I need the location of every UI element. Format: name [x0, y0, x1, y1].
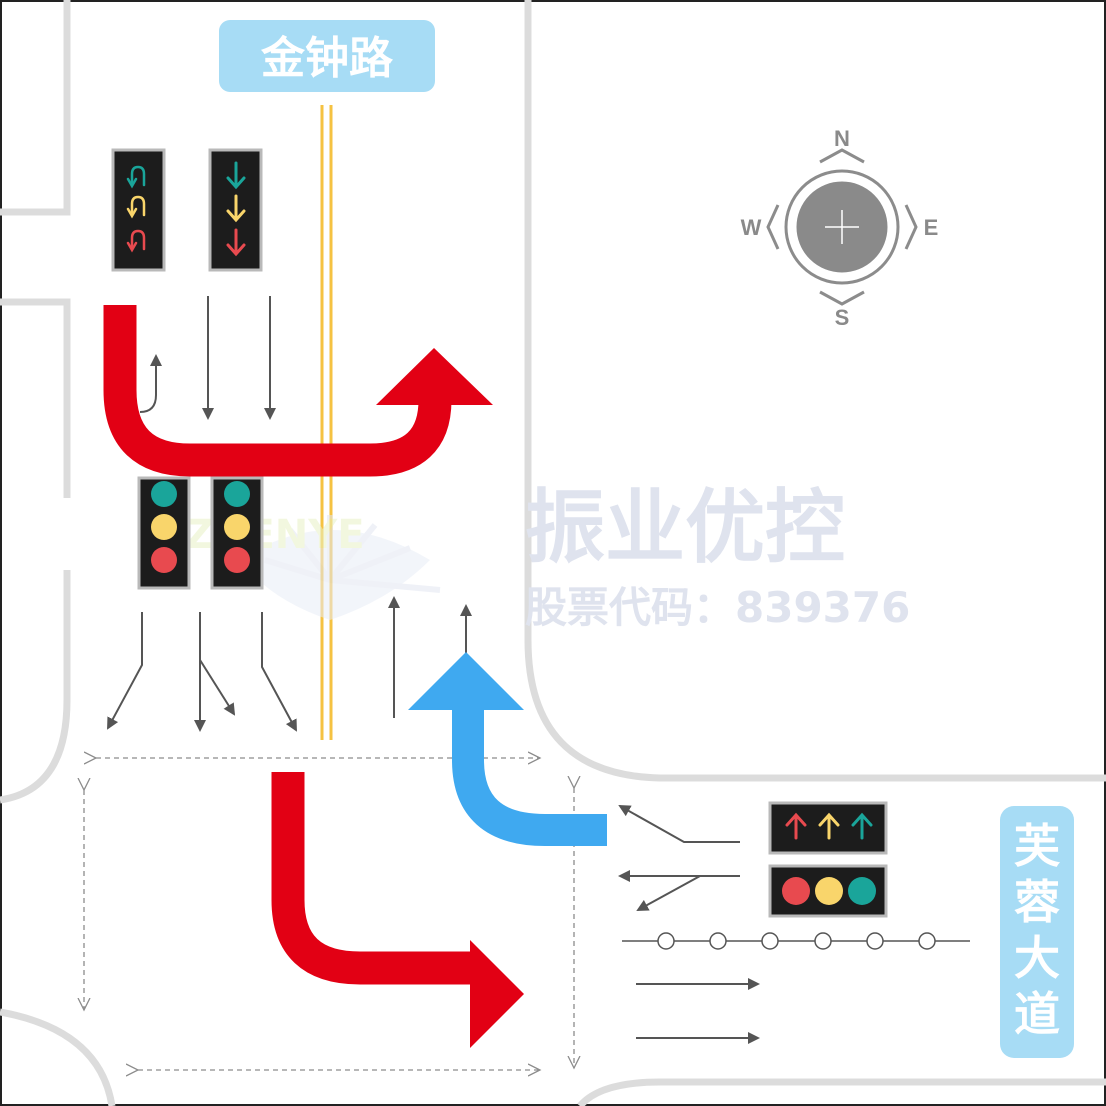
uturn-yellow-icon	[130, 195, 146, 217]
exit-arrow-2b	[199, 659, 236, 716]
north-road-name: 金钟路	[260, 33, 394, 84]
exit-lane-arrows	[107, 596, 472, 732]
east-road-char-3: 大	[1014, 931, 1060, 985]
up-arrow-yellow-icon	[818, 812, 840, 840]
red-uturn-arrow	[103, 305, 493, 477]
east-arrow-signal	[768, 801, 888, 855]
watermark-stock-code: 股票代码：839376	[525, 583, 910, 632]
exit-arrow-1	[107, 612, 143, 730]
compass-north-chevron	[819, 148, 865, 164]
east-straight-lane-arrow-b	[636, 875, 701, 911]
compass-west-label: W	[741, 215, 762, 240]
down-arrow-green-icon	[226, 161, 246, 190]
down-arrow-red-icon	[226, 228, 246, 257]
blue-right-turn-arrow	[408, 652, 607, 846]
east-road-char-4: 道	[1014, 987, 1060, 1041]
sw-block-edge	[0, 1008, 116, 1106]
center-double-line	[320, 105, 333, 740]
se-block-edge	[577, 1078, 1106, 1106]
up-arrow-red-icon	[785, 812, 807, 840]
compass: N S W E	[741, 126, 939, 330]
nw-block-edge	[0, 0, 71, 216]
north-road-label: 金钟路	[219, 20, 435, 92]
uturn-green-icon	[130, 165, 146, 187]
north-uturn-lane-arrow	[139, 354, 162, 413]
east-road-label: 芙 蓉 大 道	[1000, 806, 1074, 1058]
north-uturn-signal	[111, 148, 166, 272]
west-block-edge-upper	[0, 298, 71, 498]
red-left-turn-arrow	[271, 772, 524, 1048]
east-lane-arrows	[618, 805, 760, 1044]
north-round-signal-1	[137, 476, 191, 590]
east-left-lane-arrow	[618, 805, 740, 843]
exit-arrow-3	[261, 612, 297, 732]
north-round-signal-2	[210, 476, 264, 590]
north-straight-signal	[208, 148, 263, 272]
east-road-char-1: 芙	[1014, 819, 1060, 873]
uturn-red-icon	[130, 229, 146, 251]
west-block-edge-lower	[0, 570, 71, 804]
compass-south-chevron	[819, 290, 865, 306]
compass-north-label: N	[834, 126, 850, 151]
ne-block-edge	[524, 0, 1106, 782]
compass-east-chevron	[904, 204, 918, 250]
watermark: ZHENYE 振业优控 股票代码：839376	[185, 481, 910, 632]
watermark-company: 振业优控	[525, 481, 845, 574]
east-median	[622, 932, 970, 950]
down-arrow-yellow-icon	[226, 194, 246, 223]
compass-east-label: E	[924, 215, 939, 240]
east-road-char-2: 蓉	[1014, 875, 1060, 929]
north-lane-arrows	[139, 296, 276, 420]
compass-south-label: S	[835, 305, 850, 330]
east-round-signal	[768, 864, 888, 918]
up-arrow-green-icon	[851, 812, 873, 840]
compass-west-chevron	[766, 204, 780, 250]
